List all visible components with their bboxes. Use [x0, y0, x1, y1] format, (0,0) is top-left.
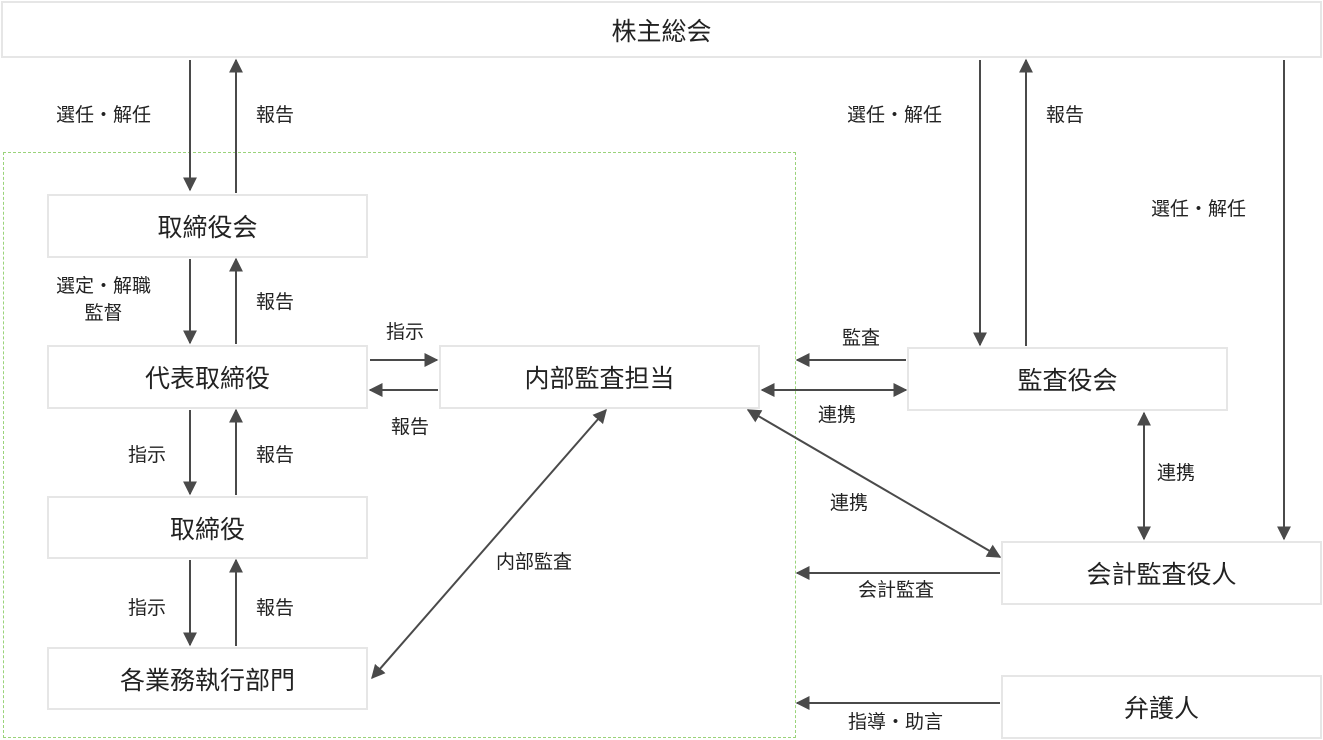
label-audit: 監査 [842, 327, 881, 349]
representative-director-label: 代表取締役 [144, 364, 270, 393]
arrow-cooperate-internal-accounting [746, 409, 1002, 558]
label-guidance: 指導・助言 [848, 711, 944, 733]
label-select-dismiss: 選定・解職 監督 [56, 273, 151, 326]
shareholders-meeting-label: 株主総会 [611, 16, 712, 46]
label-cooperate-internal-accounting: 連携 [830, 492, 869, 514]
label-instruct-dir: 指示 [128, 444, 167, 466]
board-of-directors-box: 取締役会 [47, 194, 368, 258]
director-label: 取締役 [169, 514, 245, 544]
label-accounting-audit: 会計監査 [858, 579, 935, 601]
audit-board-label: 監査役会 [1017, 366, 1118, 395]
label-select-line2: 監督 [84, 301, 123, 324]
label-report-dept: 報告 [256, 597, 295, 619]
director-box: 取締役 [47, 496, 368, 559]
label-elect-board: 選任・解任 [56, 104, 152, 126]
label-elect-accounting: 選任・解任 [1151, 198, 1247, 220]
label-internal-audit: 内部監査 [496, 551, 573, 573]
label-instruct-dept: 指示 [128, 597, 167, 619]
departments-box: 各業務執行部門 [47, 647, 368, 710]
audit-board-box: 監査役会 [907, 347, 1228, 411]
label-cooperate-audit-internal: 連携 [818, 404, 857, 426]
representative-director-box: 代表取締役 [47, 345, 368, 409]
accounting-auditor-label: 会計監査役人 [1086, 560, 1237, 589]
label-select-line1: 選定・解職 [56, 275, 152, 297]
internal-audit-box: 内部監査担当 [439, 345, 760, 409]
label-report-audit: 報告 [1046, 104, 1085, 126]
accounting-auditor-box: 会計監査役人 [1001, 541, 1322, 605]
shareholders-meeting-box: 株主総会 [1, 1, 1322, 58]
label-elect-audit: 選任・解任 [847, 104, 943, 126]
label-instruct-internal: 指示 [386, 321, 425, 343]
label-cooperate-audit-accounting: 連携 [1157, 462, 1196, 484]
label-report-internal: 報告 [391, 416, 430, 438]
departments-label: 各業務執行部門 [119, 665, 295, 695]
label-report-rep: 報告 [256, 291, 295, 313]
lawyer-label: 弁護人 [1123, 694, 1199, 723]
board-of-directors-label: 取締役会 [157, 213, 258, 242]
label-report-board: 報告 [256, 104, 295, 126]
lawyer-box: 弁護人 [1001, 675, 1322, 739]
internal-audit-label: 内部監査担当 [524, 364, 675, 393]
label-report-dir: 報告 [256, 444, 295, 466]
arrow-internal-audit [371, 408, 607, 680]
